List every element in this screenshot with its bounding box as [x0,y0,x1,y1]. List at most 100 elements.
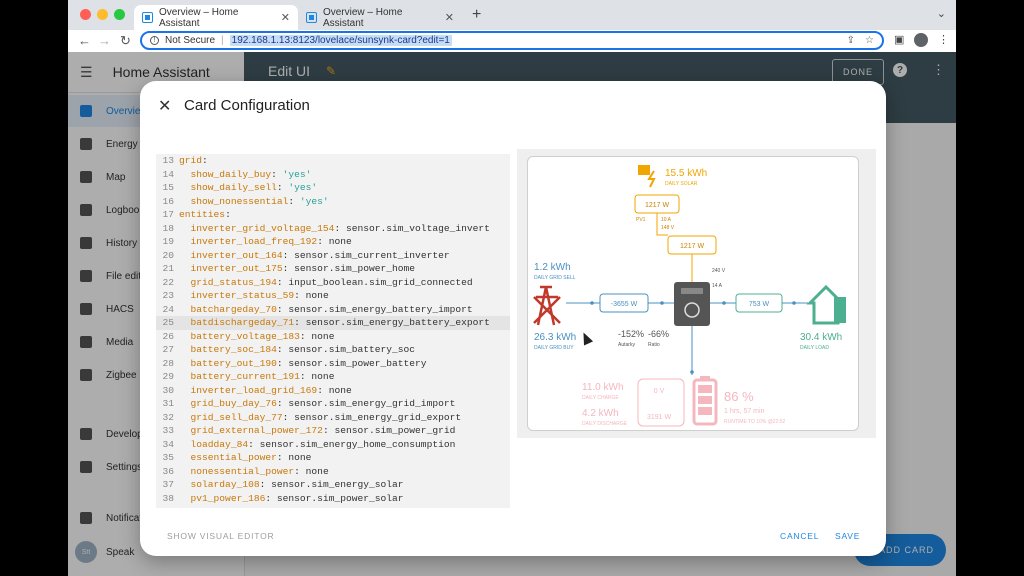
help-icon[interactable]: ? [893,63,907,77]
yaml-key: grid [179,155,203,166]
code-line[interactable]: 35 essential_power: none [156,451,510,465]
battery-voltage: 0 V [654,388,665,395]
sunsynk-card-preview: 15.5 kWh DAILY SOLAR 1217 W PV1 10 A 148… [527,156,859,431]
sidebar-item-notifications[interactable]: Notifications [68,502,244,534]
hamburger-menu-icon[interactable]: ☰ [80,63,93,80]
code-line[interactable]: 33 grid_external_power_172: sensor.sim_p… [156,424,510,438]
yaml-key: battery_out_190 [179,357,277,369]
yaml-colon: : [282,249,295,261]
close-tab-icon[interactable]: ✕ [444,12,454,24]
solar-total: 1217 W [680,243,705,250]
code-text: loadday_84: sensor.sim_energy_home_consu… [179,438,456,452]
sidebar-item-user[interactable]: Stt Speak [68,536,244,568]
cancel-button[interactable]: CANCEL [780,531,820,541]
show-visual-editor-button[interactable]: SHOW VISUAL EDITOR [167,531,275,541]
sidepanel-icon[interactable]: ▣ [894,34,905,46]
share-icon[interactable]: ⇪ [846,35,856,46]
code-line[interactable]: 26 battery_voltage_183: none [156,330,510,344]
code-line[interactable]: 38 pv1_power_186: sensor.sim_power_solar [156,492,510,506]
sidebar-item-settings[interactable]: Settings [68,451,244,483]
sidebar-item-file-editor[interactable]: File editor [68,260,244,292]
code-text: battery_voltage_183: none [179,330,335,344]
code-line[interactable]: 24 batchargeday_70: sensor.sim_energy_ba… [156,303,510,317]
sidebar-item-logbook[interactable]: Logbook [68,194,244,226]
code-text: grid_buy_day_76: sensor.sim_energy_grid_… [179,397,456,411]
code-text: inverter_grid_voltage_154: sensor.sim_vo… [179,222,490,236]
maximize-window-button[interactable] [114,9,125,20]
url-text[interactable]: 192.168.1.13:8123/lovelace/sunsynk-card?… [229,35,452,46]
sidebar-item-energy[interactable]: Energy [68,128,244,160]
sidebar-item-zigbee[interactable]: Zigbee [68,359,244,391]
code-line[interactable]: 37 solarday_108: sensor.sim_energy_solar [156,478,510,492]
sidebar-item-hacs[interactable]: HACS [68,293,244,325]
code-line[interactable]: 28 battery_out_190: sensor.sim_power_bat… [156,357,510,371]
code-line[interactable]: 27 battery_soc_184: sensor.sim_battery_s… [156,343,510,357]
line-number: 33 [162,425,174,436]
browser-menu-icon[interactable]: ⋮ [938,34,949,46]
code-line[interactable]: 14 show_daily_buy: 'yes' [156,168,510,182]
save-button[interactable]: SAVE [835,531,861,541]
code-line[interactable]: 30 inverter_load_grid_169: none [156,384,510,398]
line-number: 16 [162,195,174,207]
code-line[interactable]: 32 grid_sell_day_77: sensor.sim_energy_g… [156,411,510,425]
sidebar-item-history[interactable]: History [68,227,244,259]
code-line[interactable]: 23 inverter_status_59: none [156,289,510,303]
minimize-window-button[interactable] [97,9,108,20]
tab-search-chevron-icon[interactable]: ⌄ [936,8,946,20]
code-line[interactable]: 15 show_daily_sell: 'yes' [156,181,510,195]
code-line[interactable]: 25 batdischargeday_71: sensor.sim_energy… [156,316,510,330]
code-line[interactable]: 36 nonessential_power: none [156,465,510,479]
code-line[interactable]: 31 grid_buy_day_76: sensor.sim_energy_gr… [156,397,510,411]
code-line[interactable]: 29 battery_current_191: none [156,370,510,384]
yaml-value: sensor.sim_voltage_invert [345,222,490,234]
line-number: 18 [162,222,174,234]
bookmark-star-icon[interactable]: ☆ [865,35,874,46]
code-line[interactable]: 21 inverter_out_175: sensor.sim_power_ho… [156,262,510,276]
yaml-colon: : [294,290,306,301]
yaml-value: sensor.sim_power_grid [334,425,456,436]
pencil-icon[interactable]: ✎ [326,64,337,78]
address-bar[interactable]: ! Not Secure | 192.168.1.13:8123/lovelac… [140,31,884,50]
browser-tab-2[interactable]: Overview – Home Assistant ✕ [298,5,462,30]
profile-avatar[interactable] [914,33,928,47]
close-icon[interactable]: ✕ [158,98,172,115]
yaml-colon: : [288,195,300,207]
code-text: inverter_status_59: none [179,289,329,303]
inverter-sync-icon [684,302,700,318]
code-text: batchargeday_70: sensor.sim_energy_batte… [179,303,473,317]
yaml-value: none [288,452,312,463]
yaml-colon: : [317,236,329,247]
close-window-button[interactable] [80,9,91,20]
security-label[interactable]: Not Secure [165,35,216,46]
more-options-icon[interactable]: ⋮ [932,62,945,77]
code-text: inverter_out_164: sensor.sim_current_inv… [179,249,450,263]
yaml-colon: : [322,425,335,436]
close-tab-icon[interactable]: ✕ [280,12,290,24]
code-line[interactable]: 34 loadday_84: sensor.sim_energy_home_co… [156,438,510,452]
yaml-value: 'yes' [299,195,329,207]
code-line[interactable]: 16 show_nonessential: 'yes' [156,195,510,209]
sidebar-item-map[interactable]: Map [68,161,244,193]
new-tab-button[interactable]: + [472,6,482,23]
sidebar-item-media[interactable]: Media [68,326,244,358]
sidebar-item-label: Overview [106,105,148,117]
code-text: inverter_out_175: sensor.sim_power_home [179,262,416,276]
line-number: 28 [162,357,174,369]
yaml-value: sensor.sim_energy_battery_import [288,303,473,315]
forward-icon[interactable]: → [98,33,111,48]
back-icon[interactable]: ← [78,33,91,48]
browser-tab-1[interactable]: Overview – Home Assistant ✕ [134,5,298,30]
code-line[interactable]: 18 inverter_grid_voltage_154: sensor.sim… [156,222,510,236]
code-line[interactable]: 22 grid_status_194: input_boolean.sim_gr… [156,276,510,290]
yaml-key: show_daily_sell [179,182,277,193]
code-line[interactable]: 19 inverter_load_freq_192: none [156,235,510,249]
code-line[interactable]: 20 inverter_out_164: sensor.sim_current_… [156,249,510,263]
yaml-value: none [311,371,335,382]
reload-icon[interactable]: ↻ [120,33,131,48]
yaml-key: essential_power [179,452,277,463]
yaml-value: none [305,290,329,301]
line-number: 22 [162,276,174,288]
